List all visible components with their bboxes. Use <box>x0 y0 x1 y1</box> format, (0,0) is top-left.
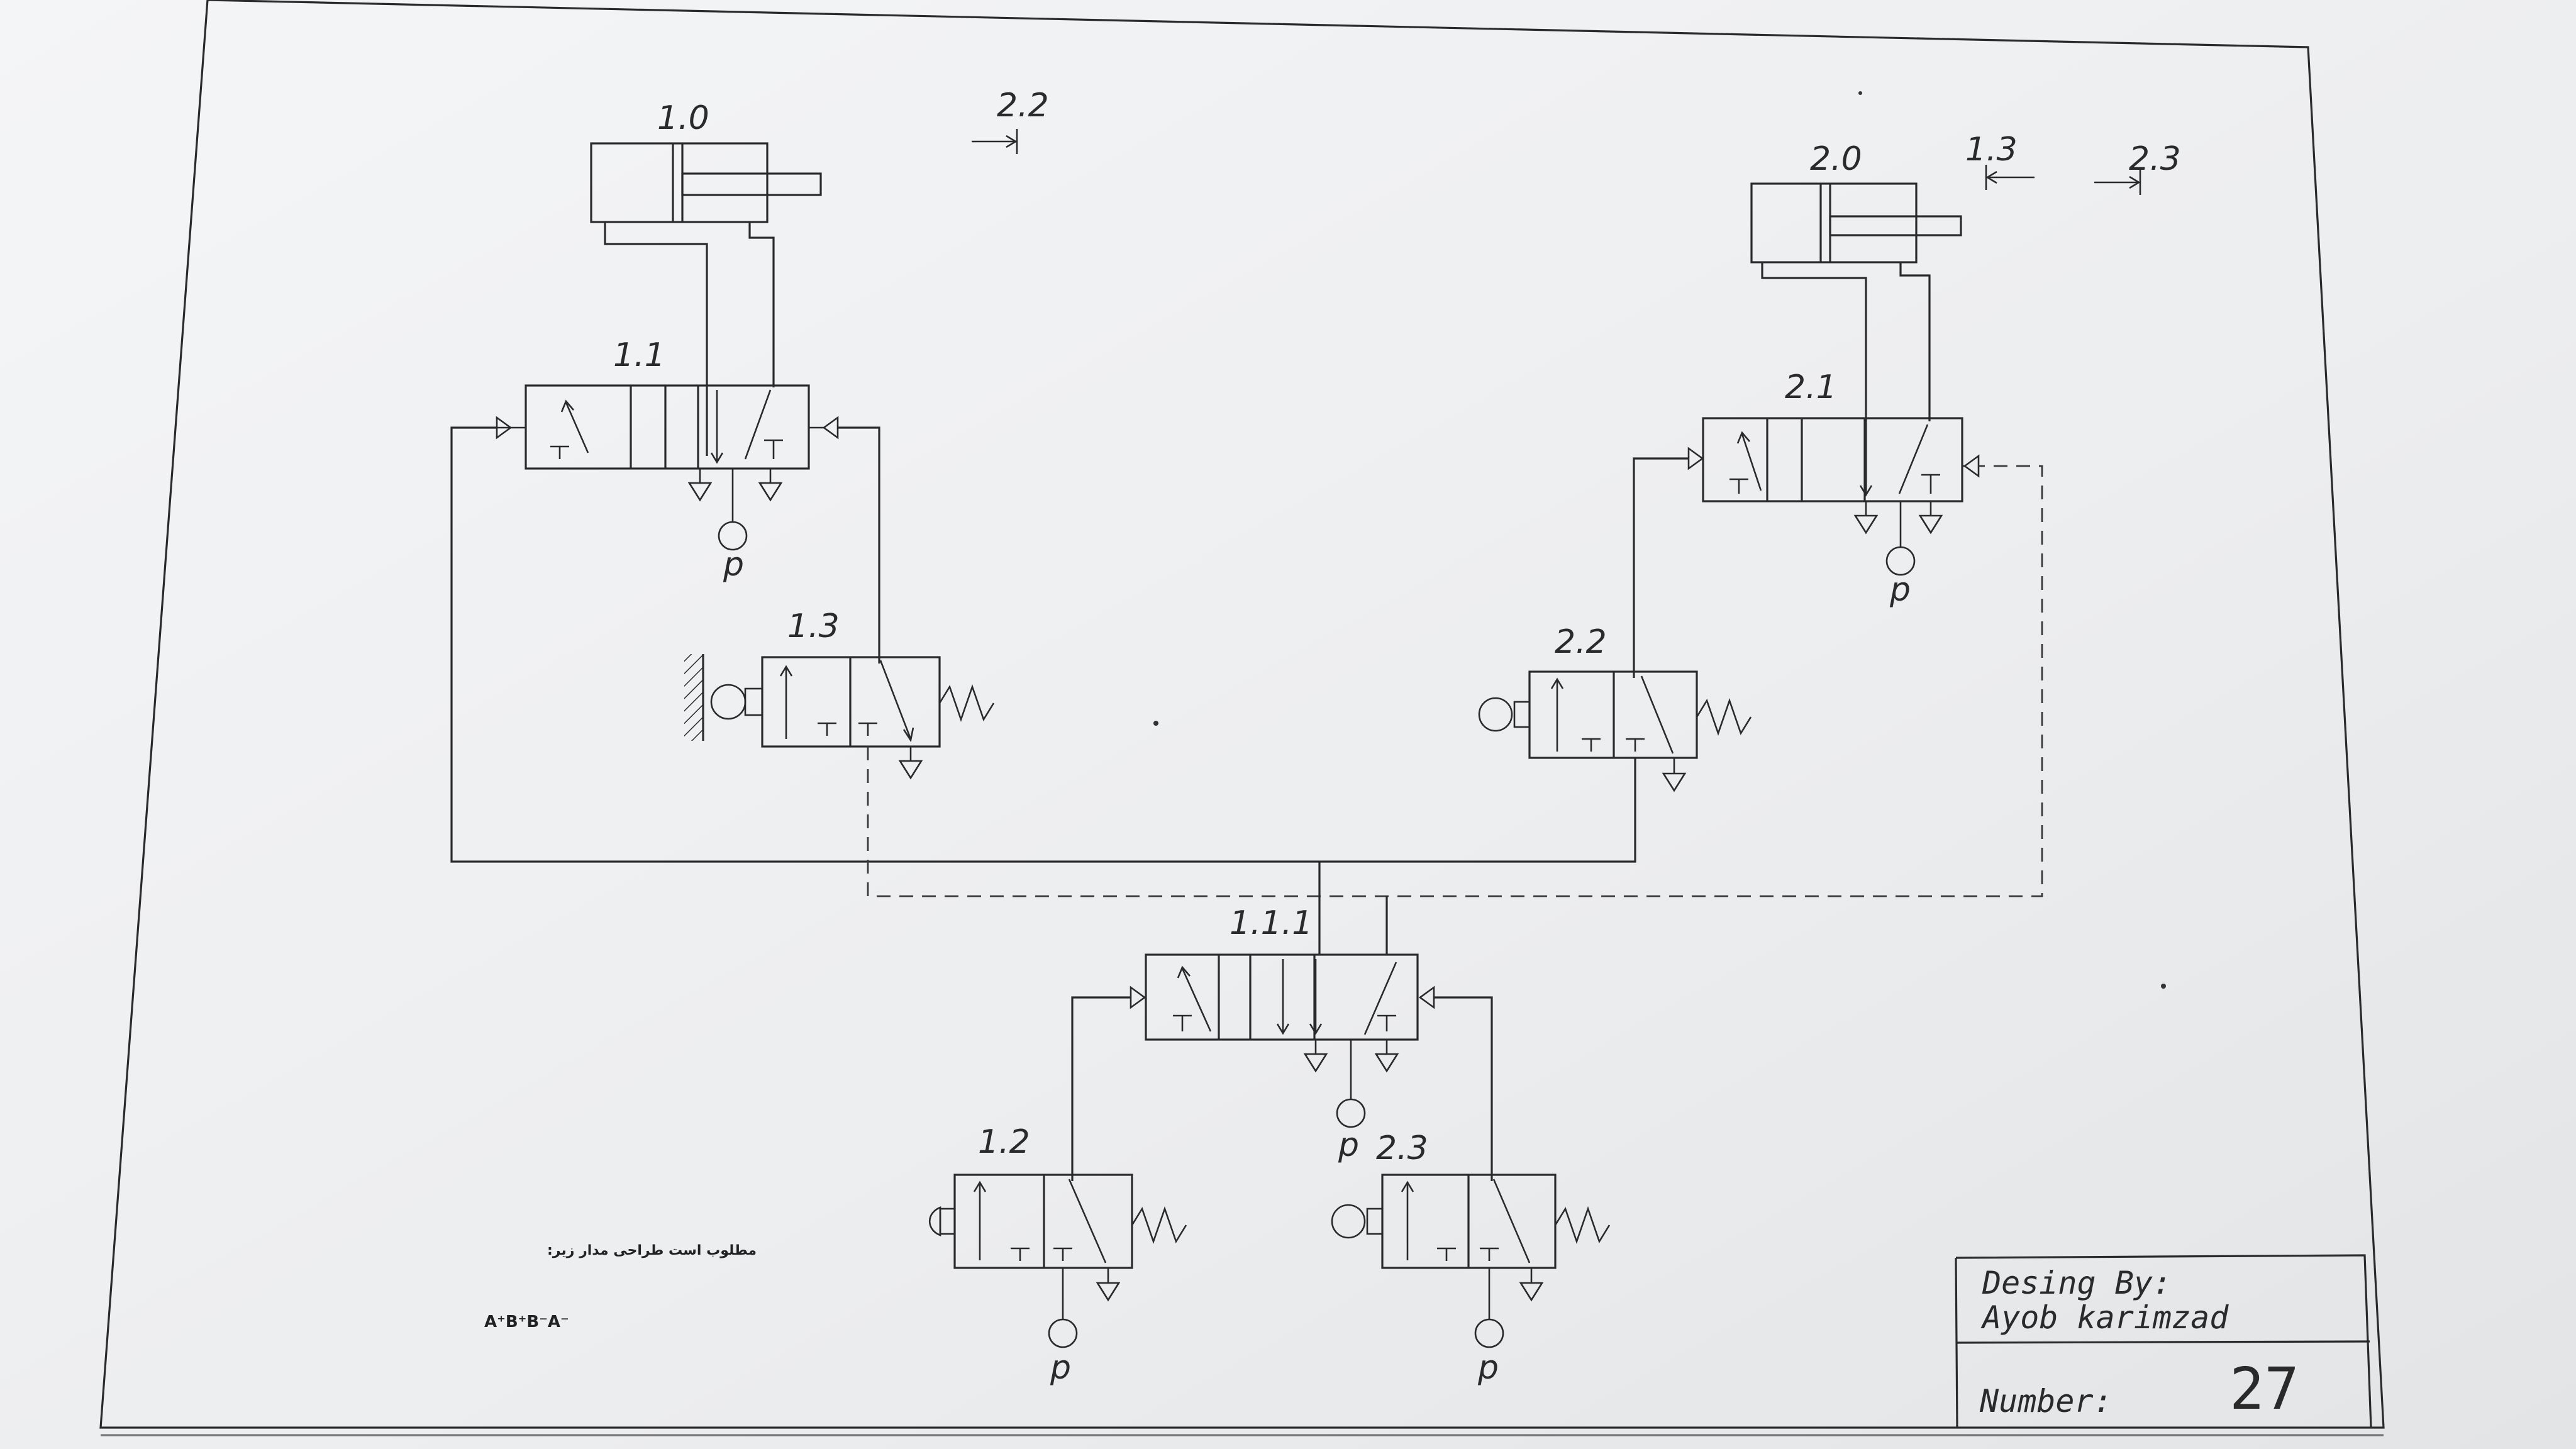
svg-text:1.1.1: 1.1.1 <box>1230 904 1313 942</box>
svg-text:1.2: 1.2 <box>978 1123 1030 1161</box>
svg-text:2.1: 2.1 <box>1785 369 1837 406</box>
limit-marker-1-3: 1.3 <box>1965 131 2035 190</box>
limit-marker-2-3: 2.3 <box>2094 140 2181 195</box>
svg-text:1.3: 1.3 <box>1965 131 2018 169</box>
svg-text:p: p <box>723 546 744 584</box>
designer-name: Ayob karimzad <box>1980 1299 2229 1336</box>
cylinder-2-0-label: 2.0 <box>1810 140 1862 178</box>
number-label: Number: <box>1979 1383 2112 1419</box>
valve-1-1-1: 1.1.1 p <box>1130 904 1435 1164</box>
svg-text:1.1: 1.1 <box>613 336 665 374</box>
valve-1-3: 1.3 <box>684 608 995 780</box>
svg-text:p: p <box>1889 571 1911 609</box>
svg-text:2.2: 2.2 <box>1555 623 1607 661</box>
cylinder-1-0: 1.0 <box>590 99 822 223</box>
sequence-text: A⁺B⁺B⁻A⁻ <box>484 1313 569 1331</box>
valve-2-3: 2.3 p <box>1331 1130 1611 1387</box>
svg-text:1.3: 1.3 <box>787 608 840 645</box>
valve-1-2: 1.2 p <box>928 1123 1187 1387</box>
svg-text:p: p <box>1477 1349 1499 1387</box>
note-line: مطلوب است طراحی مدار زیر: <box>547 1243 757 1258</box>
svg-text:p: p <box>1338 1126 1359 1164</box>
svg-text:2.2: 2.2 <box>997 87 1049 125</box>
designed-by-label: Desing By: <box>1982 1265 2172 1301</box>
svg-text:p: p <box>1050 1349 1071 1387</box>
valve-1-1: 1.1 p <box>496 336 839 584</box>
svg-text:2.3: 2.3 <box>1376 1130 1428 1167</box>
drawing-frame <box>99 0 2385 1429</box>
title-block: Desing By: Ayob karimzad Number: 27 <box>1955 1254 2372 1428</box>
svg-text:2.3: 2.3 <box>2129 140 2181 178</box>
cylinder-2-0: 2.0 <box>1750 140 1962 264</box>
design-note: مطلوب است طراحی مدار زیر: A⁺B⁺B⁻A⁻ <box>484 1243 757 1331</box>
limit-marker-2-2: 2.2 <box>972 87 1049 154</box>
cylinder-1-0-label: 1.0 <box>657 99 709 137</box>
drawing-number: 27 <box>2229 1355 2299 1423</box>
valve-2-2: 2.2 <box>1478 623 1752 792</box>
